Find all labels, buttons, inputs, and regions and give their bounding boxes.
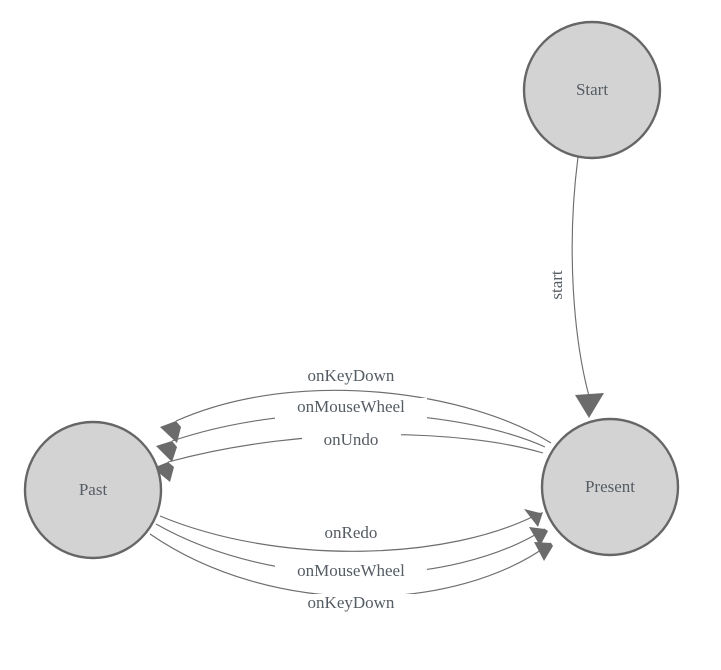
arrowhead-icon: [524, 509, 543, 527]
arrowhead-icon: [160, 421, 181, 443]
edge-label-group-onkeydown-bottom: onKeyDown: [284, 593, 418, 615]
node-past-circle: [23, 420, 163, 560]
edge-label-group-onmousewheel-top: onMouseWheel: [275, 397, 427, 419]
node-present-label: Present: [585, 477, 635, 496]
edge-label-present-past-onkeydown: onKeyDown: [308, 366, 395, 385]
node-past[interactable]: Past: [23, 420, 163, 560]
edge-line: [175, 389, 552, 444]
edge-label-past-present-onmousewheel: onMouseWheel: [297, 561, 405, 580]
node-present[interactable]: Present: [540, 417, 680, 557]
edge-label-group-onredo: onRedo: [303, 523, 400, 545]
arrowhead-icon: [534, 542, 553, 561]
edge-past-to-present-onredo[interactable]: [159, 509, 543, 552]
label-knockout: [275, 562, 427, 583]
edge-label-past-present-onredo: onRedo: [325, 523, 378, 542]
node-past-label: Past: [79, 480, 108, 499]
edge-line: [159, 512, 541, 552]
edge-line: [571, 156, 590, 397]
label-knockout: [302, 431, 401, 452]
edge-label-group-start: start: [547, 258, 568, 314]
label-knockout: [284, 366, 418, 387]
arrowhead-icon: [529, 527, 548, 546]
edge-label-present-past-onundo: onUndo: [324, 430, 379, 449]
edge-label-group-onmousewheel-bottom: onMouseWheel: [275, 561, 427, 583]
label-knockout: [284, 594, 418, 615]
node-start-circle: [522, 20, 662, 160]
edge-label-group-onkeydown-top: onKeyDown: [284, 366, 418, 387]
edge-label-present-past-onmousewheel: onMouseWheel: [297, 397, 405, 416]
edge-start-to-present[interactable]: [571, 156, 604, 418]
node-start[interactable]: Start: [522, 20, 662, 160]
arrowhead-icon: [575, 393, 604, 418]
label-knockout: [548, 258, 568, 314]
edge-label-start: start: [547, 270, 566, 300]
node-present-circle: [540, 417, 680, 557]
arrowhead-icon: [156, 441, 177, 462]
node-start-label: Start: [576, 80, 608, 99]
edge-present-to-past-onkeydown[interactable]: [160, 389, 552, 444]
edge-label-group-onundo: onUndo: [302, 430, 401, 452]
label-knockout: [275, 398, 427, 419]
edge-label-past-present-onkeydown: onKeyDown: [308, 593, 395, 612]
label-knockout: [303, 524, 400, 545]
